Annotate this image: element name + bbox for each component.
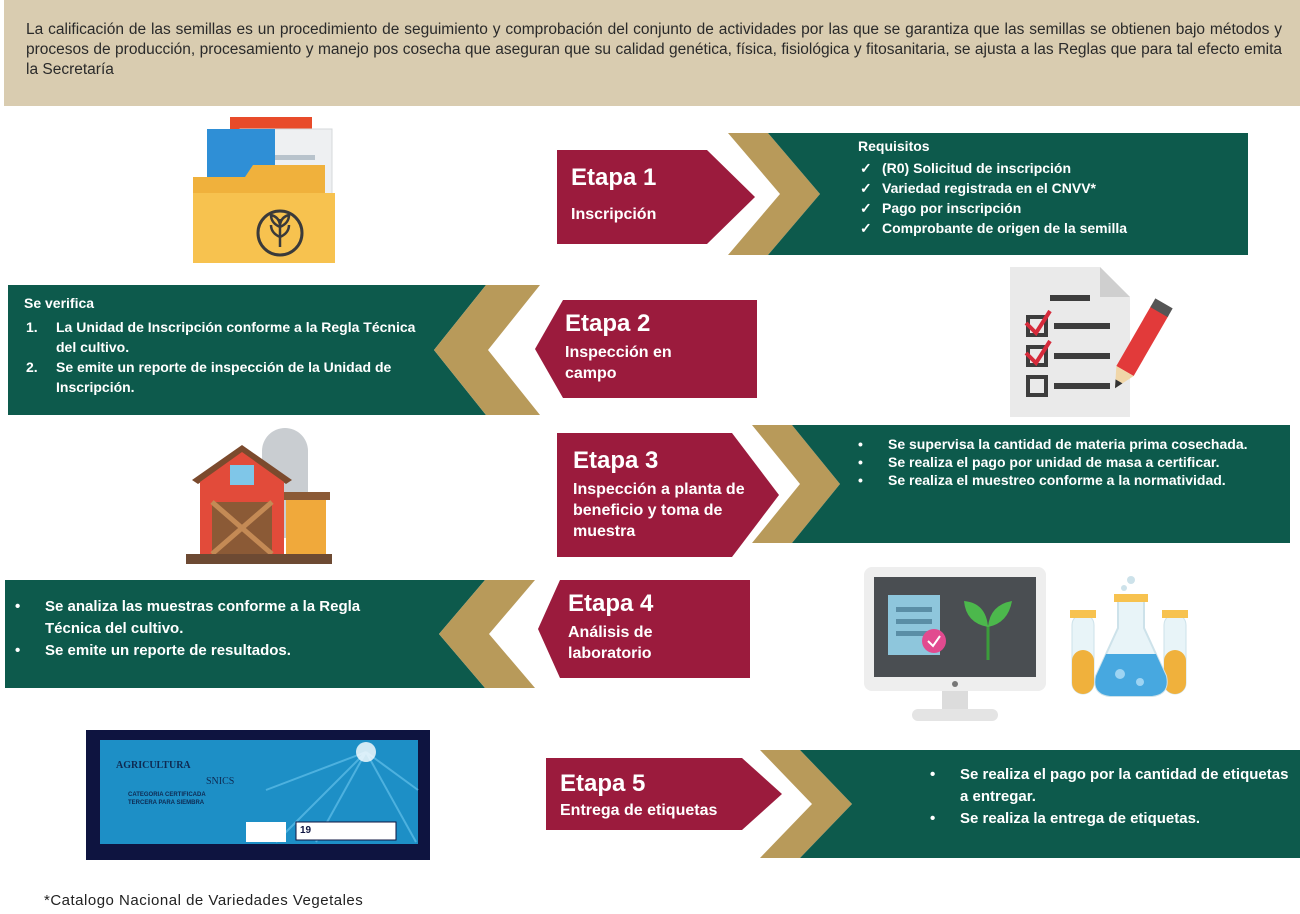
stage-1-subtitle: Inscripción (571, 206, 657, 223)
barn-icon (182, 420, 332, 570)
stage-1-item: Comprobante de origen de la semilla (860, 218, 1238, 238)
stage-4-subtitle: Análisis de laboratorio (568, 624, 653, 662)
stage-3-subtitle: Inspección a planta de beneficio y toma … (573, 481, 745, 540)
stage-2-header: Se verifica (24, 295, 95, 311)
stage-5-item: Se realiza la entrega de etiquetas. (924, 808, 1294, 830)
label-number: 19 (300, 825, 312, 836)
stage-2-subtitle: Inspección en campo (565, 344, 672, 382)
intro-banner: La calificación de las semillas es un pr… (4, 0, 1300, 106)
stage-5-details: Se realiza el pago por la cantidad de et… (760, 750, 1300, 858)
stage-4-title: Etapa 4 (568, 590, 654, 617)
stage-2-details: Se verifica 1.La Unidad de Inscripción c… (8, 285, 540, 415)
stage-4-details: Se analiza las muestras conforme a la Re… (5, 580, 535, 688)
stage-3-title: Etapa 3 (573, 447, 659, 474)
stage-2-label: Etapa 2 Inspección en campo (535, 300, 757, 398)
stage-1-item: Pago por inscripción (860, 198, 1238, 218)
stage-4-item: Se analiza las muestras conforme a la Re… (9, 596, 419, 640)
seed-label-card: AGRICULTURA SNICS CATEGORIA CERTIFICADA … (86, 730, 430, 860)
label-line2: TERCERA PARA SIEMBRA (128, 800, 205, 806)
stage-4-item: Se emite un reporte de resultados. (9, 640, 419, 662)
stage-3-item: Se realiza el muestreo conforme a la nor… (852, 471, 1284, 489)
footnote: *Catalogo Nacional de Variedades Vegetal… (44, 892, 364, 909)
stage-3-details: Se supervisa la cantidad de materia prim… (752, 425, 1290, 543)
seed-folder-icon (185, 115, 355, 270)
stage-1-title: Etapa 1 (571, 164, 657, 191)
stage-3-item: Se supervisa la cantidad de materia prim… (852, 435, 1284, 453)
stage-2-item: 2.Se emite un reporte de inspección de l… (26, 359, 392, 395)
stage-3-label: Etapa 3 Inspección a planta de beneficio… (557, 433, 779, 557)
stage-1-details: Requisitos (R0) Solicitud de inscripción… (728, 133, 1248, 255)
checklist-pencil-icon (990, 265, 1173, 420)
stage-4-label: Etapa 4 Análisis de laboratorio (538, 580, 750, 678)
stage-1-header: Requisitos (858, 138, 930, 154)
lab-monitor-icon (862, 565, 1052, 725)
stage-1-item: Variedad registrada en el CNVV* (860, 178, 1238, 198)
stage-5-label: Etapa 5 Entrega de etiquetas (546, 758, 782, 830)
stage-1-label: Etapa 1 Inscripción (557, 150, 755, 244)
stage-1-item: (R0) Solicitud de inscripción (860, 158, 1238, 178)
stage-3-item: Se realiza el pago por unidad de masa a … (852, 453, 1284, 471)
stage-5-subtitle: Entrega de etiquetas (560, 802, 718, 819)
label-agency: AGRICULTURA (116, 760, 191, 771)
stage-5-item: Se realiza el pago por la cantidad de et… (924, 764, 1294, 808)
label-category: CATEGORIA CERTIFICADA (128, 792, 206, 798)
flask-tubes-icon (1064, 570, 1199, 705)
stage-2-item: 1.La Unidad de Inscripción conforme a la… (26, 319, 416, 355)
stage-5-title: Etapa 5 (560, 770, 646, 797)
label-brand: SNICS (206, 776, 235, 787)
stage-2-title: Etapa 2 (565, 310, 651, 337)
intro-text: La calificación de las semillas es un pr… (26, 21, 1282, 78)
